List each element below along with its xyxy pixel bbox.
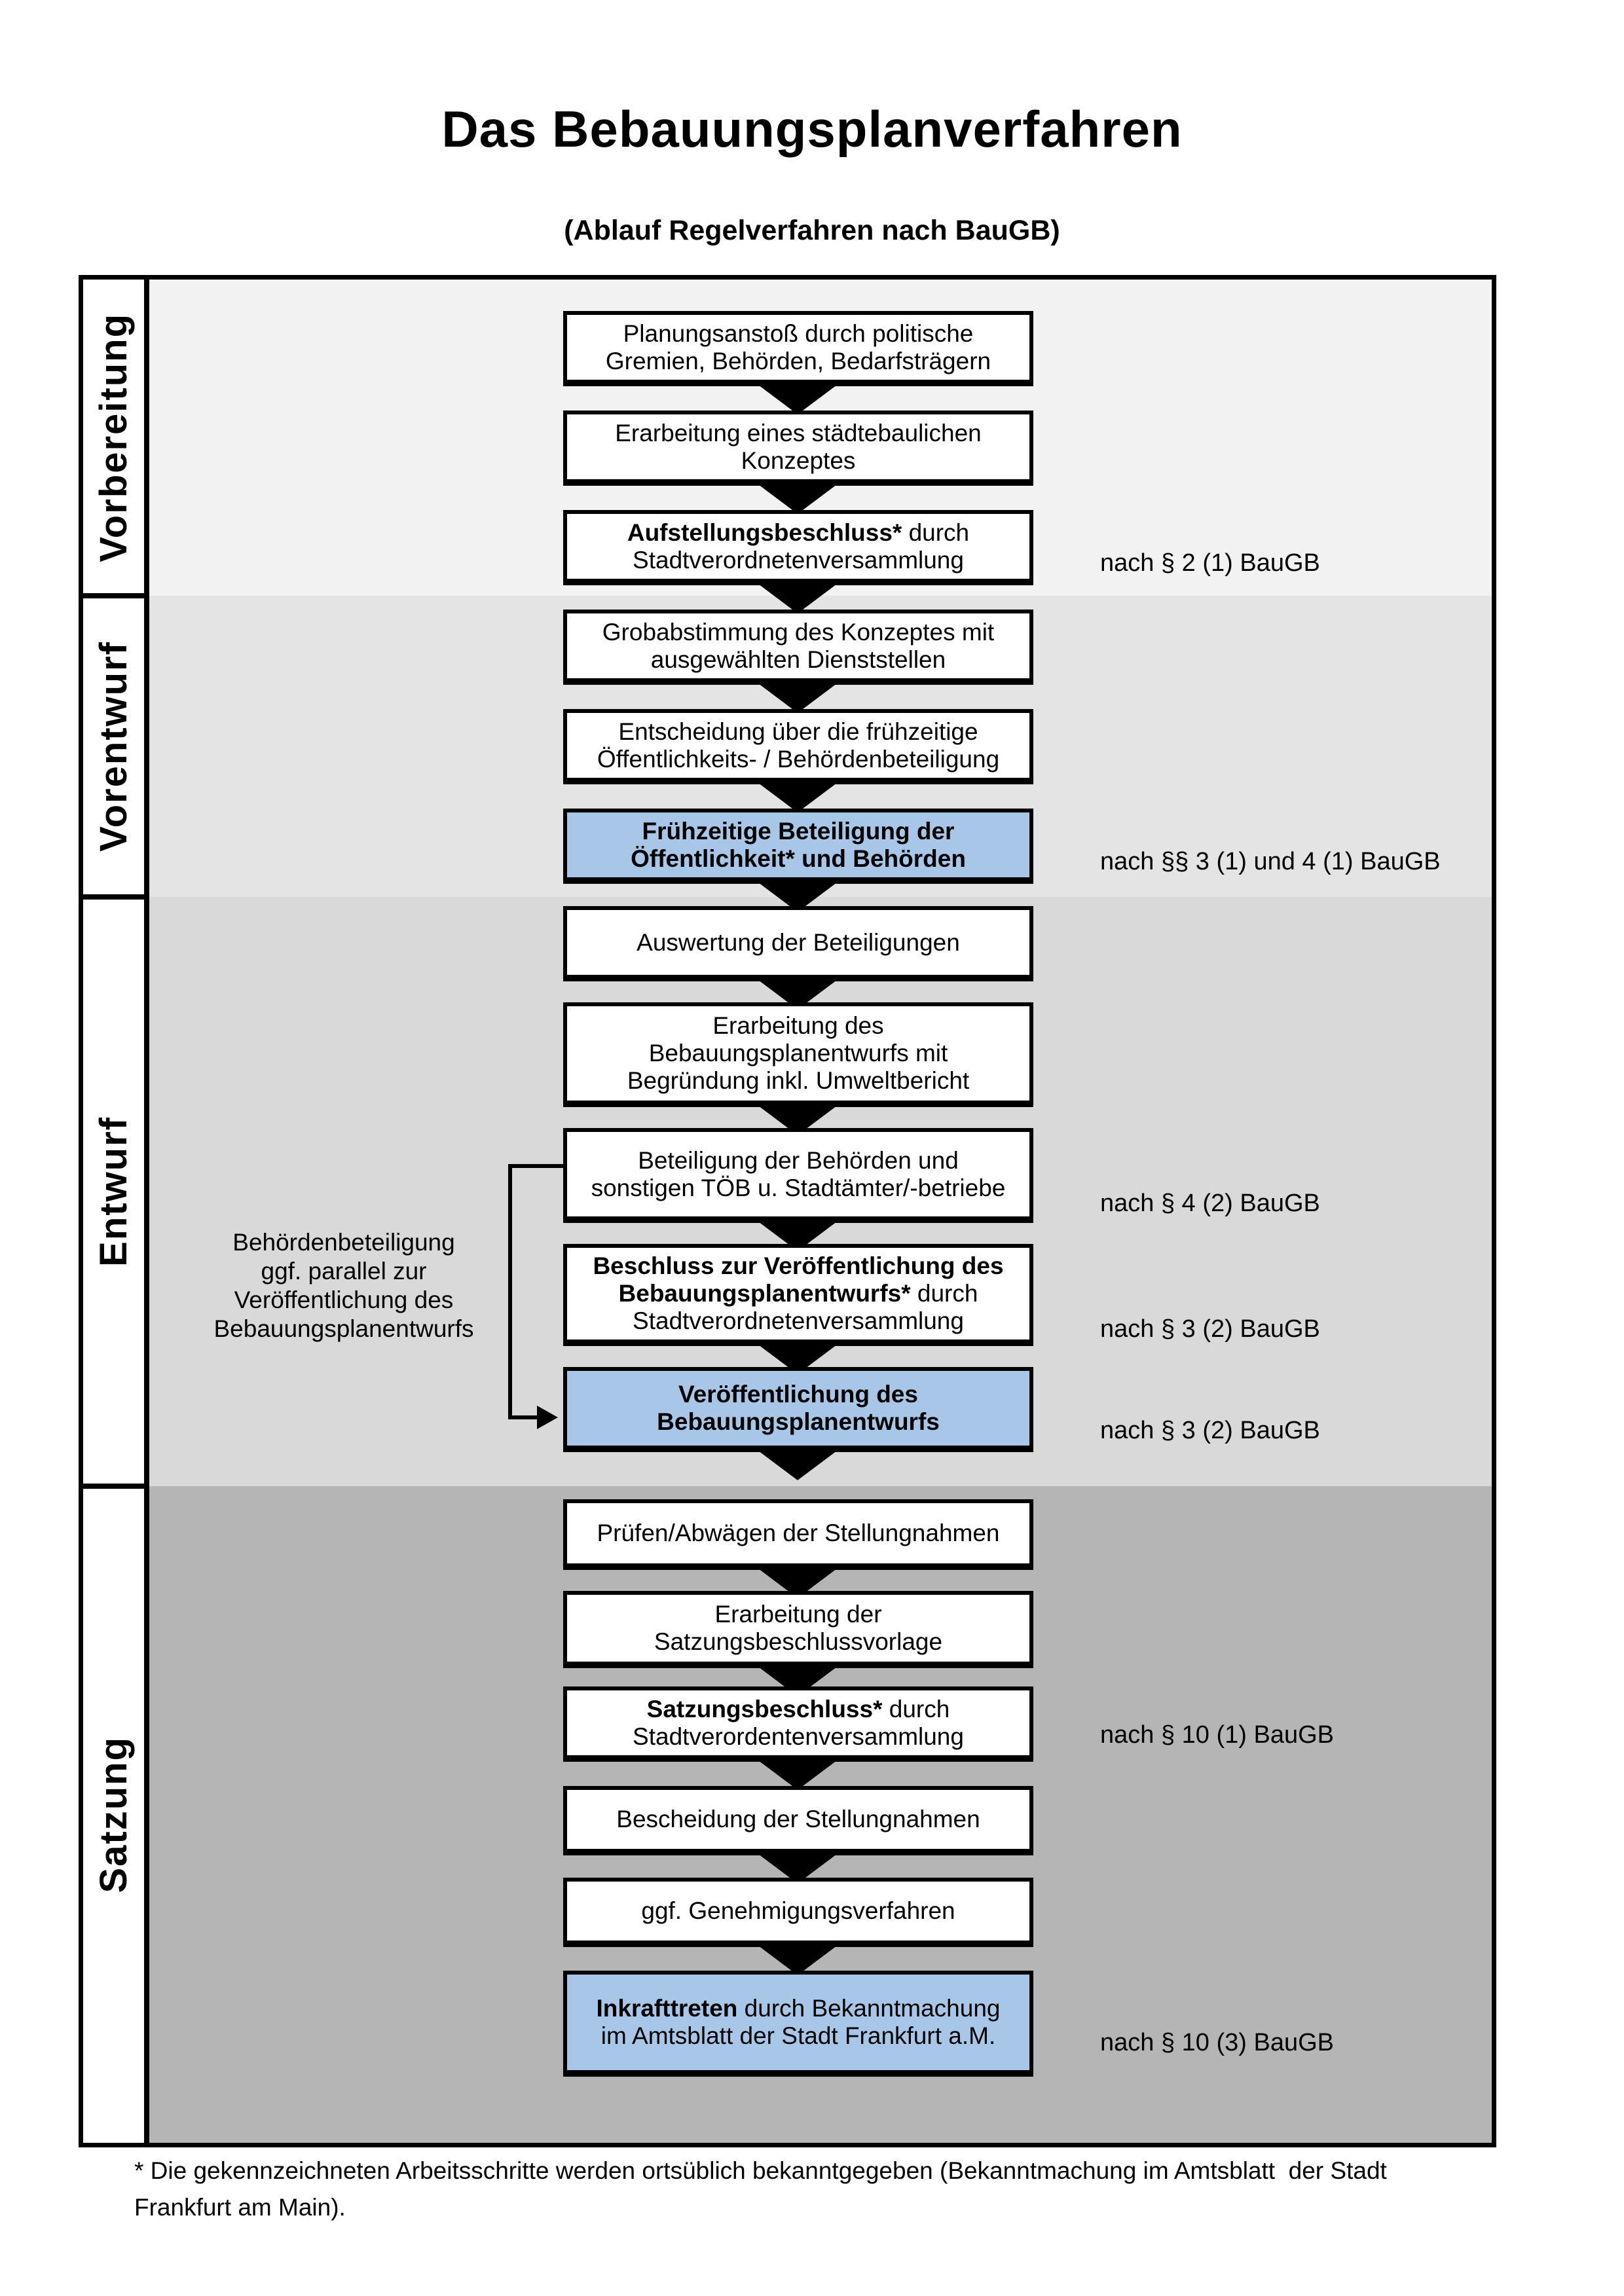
down-arrow-icon <box>756 383 840 414</box>
footnote: * Die gekennzeichneten Arbeitsschritte w… <box>134 2157 1387 2221</box>
phase-cell-vorentwurf: Vorentwurf <box>83 596 144 897</box>
law-reference: nach § 10 (3) BauGB <box>1100 2029 1334 2056</box>
right-arrowhead-icon <box>537 1406 558 1429</box>
flow-box-staedtebauliches-konzept: Erarbeitung eines städtebaulichen Konzep… <box>563 410 1033 486</box>
page-subtitle: (Ablauf Regelverfahren nach BauGB) <box>564 215 1060 246</box>
down-arrow-icon <box>756 781 840 812</box>
down-arrow-icon <box>756 682 840 713</box>
flow-box-veroeffentlichung: Veröffentlichung des Bebauungsplanentwur… <box>563 1367 1033 1452</box>
flow-box-erarbeitung-entwurf: Erarbeitung des Bebauungsplanentwurfs mi… <box>563 1002 1033 1107</box>
phase-cell-satzung: Satzung <box>83 1486 144 2143</box>
flow-box-pruefen-abwaegen: Prüfen/Abwägen der Stellungnahmen <box>563 1499 1033 1570</box>
down-arrow-icon <box>756 1758 840 1790</box>
phase-cell-entwurf: Entwurf <box>83 897 144 1486</box>
flow-box-grobabstimmung: Grobabstimmung des Konzeptes mit ausgewä… <box>563 610 1033 685</box>
law-reference: nach § 2 (1) BauGB <box>1100 549 1320 577</box>
down-arrow-icon <box>756 1944 840 1975</box>
phase-cell-vorbereitung: Vorbereitung <box>83 280 144 596</box>
law-reference: nach § 3 (2) BauGB <box>1100 1315 1320 1343</box>
diagram-frame <box>79 275 1496 2147</box>
flow-box-entscheidung-beteiligung: Entscheidung über die frühzeitige Öffent… <box>563 709 1033 784</box>
flow-box-satzungsbeschlussvorlage: Erarbeitung der Satzungsbeschlussvorlage <box>563 1591 1033 1668</box>
flow-box-beschluss-veroeffentlichung: Beschluss zur Veröffentlichung des Bebau… <box>563 1244 1033 1346</box>
law-reference: nach § 4 (2) BauGB <box>1100 1190 1320 1217</box>
page-title: Das Bebauungsplanverfahren <box>441 100 1183 158</box>
flow-box-satzungsbeschluss: Satzungsbeschluss* durch Stadtverordente… <box>563 1686 1033 1762</box>
phase-divider <box>83 593 149 598</box>
phase-divider <box>83 894 149 900</box>
down-arrow-icon <box>756 1449 840 1480</box>
down-arrow-icon <box>756 483 840 514</box>
label-column-divider <box>144 280 149 2143</box>
flow-box-planungsanstoss: Planungsanstoß durch politische Gremien,… <box>563 311 1033 386</box>
phase-divider <box>83 1484 149 1489</box>
flow-box-genehmigungsverfahren: ggf. Genehmigungsverfahren <box>563 1878 1033 1947</box>
elbow-connector-line <box>508 1415 538 1419</box>
flow-box-aufstellungsbeschluss: Aufstellungsbeschluss* durch Stadtverord… <box>563 510 1033 585</box>
flow-box-auswertung: Auswertung der Beteiligungen <box>563 906 1033 981</box>
elbow-connector-line <box>508 1164 512 1419</box>
flow-box-inkrafttreten: Inkrafttreten durch Bekanntmachung im Am… <box>563 1971 1033 2077</box>
down-arrow-icon <box>756 582 840 613</box>
flow-box-behoerdenbeteiligung: Beteiligung der Behörden und sonstigen T… <box>563 1128 1033 1223</box>
law-reference: nach § 3 (2) BauGB <box>1100 1417 1320 1444</box>
elbow-connector-line <box>508 1164 567 1168</box>
law-reference: nach § 10 (1) BauGB <box>1100 1721 1334 1749</box>
side-note: Behördenbeteiligung ggf. parallel zur Ve… <box>213 1229 474 1342</box>
law-reference: nach §§ 3 (1) und 4 (1) BauGB <box>1100 848 1441 875</box>
flow-box-bescheidung: Bescheidung der Stellungnahmen <box>563 1786 1033 1855</box>
flow-box-fruehzeitige-beteiligung: Frühzeitige Beteiligung der Öffentlichke… <box>563 809 1033 884</box>
